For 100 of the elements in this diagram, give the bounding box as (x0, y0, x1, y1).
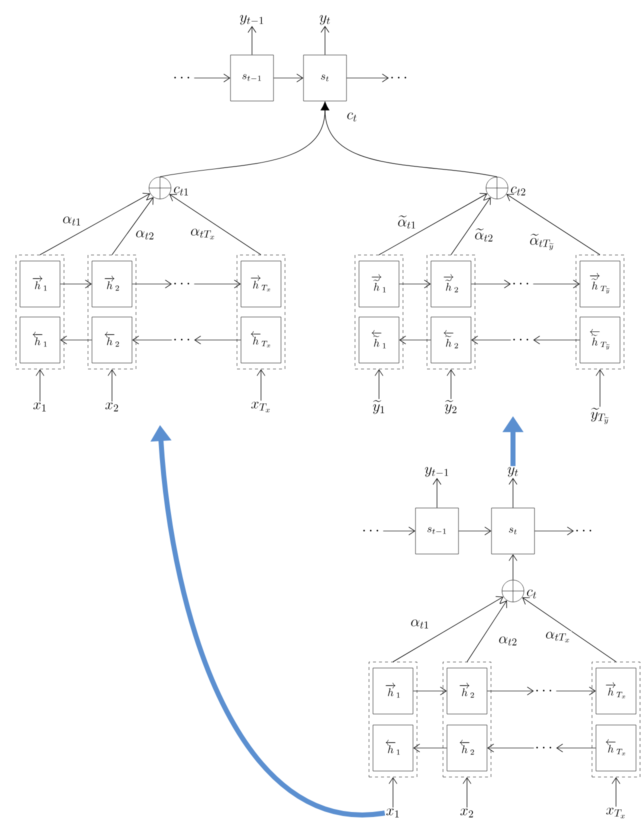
input-label: $\widetilde{y}_1$ (372, 400, 384, 414)
arrow (60, 336, 92, 344)
arrow (462, 777, 472, 808)
dashed-group-box (354, 254, 404, 370)
sum-circle (486, 176, 508, 200)
dashed-group-box (236, 254, 286, 370)
input-label: $x_1$ (386, 808, 399, 818)
arrow (320, 26, 330, 56)
hidden-state-box: $\overrightarrow{h}_2$ (446, 668, 488, 714)
edge-label: $\widetilde{\alpha}_{t2}$ (474, 228, 494, 242)
arrow (412, 686, 447, 696)
context-label: $c_t$ (347, 112, 356, 122)
arrow (132, 336, 172, 344)
arrow (36, 369, 44, 402)
arrow (346, 74, 389, 82)
ellipsis: $\cdots$ (576, 530, 592, 532)
arrow (556, 686, 596, 696)
state-box: $s_{t-1}$ (230, 54, 274, 102)
hidden-state-box: $\overleftarrow{h}_2$ (446, 724, 488, 772)
edge-label: $\alpha_{t1}$ (410, 618, 430, 630)
state-box: $s_t$ (491, 508, 535, 554)
arrow (60, 280, 92, 288)
dashed-group-box (426, 254, 476, 370)
arrow (248, 26, 256, 56)
input-label: $x_2$ (460, 808, 473, 818)
edge-label: $\widetilde{\alpha}_{t1}$ (396, 214, 418, 230)
arrow (471, 336, 512, 344)
sum-circle (502, 580, 524, 602)
arrow (466, 600, 507, 662)
context-label: $c_{t1}$ (174, 186, 188, 196)
arrow (612, 777, 620, 807)
context-label: $c_{t2}$ (511, 186, 526, 196)
dashed-group-box (592, 662, 640, 778)
ellipsis: $\cdots$ (513, 282, 528, 284)
dashed-group-box (16, 254, 64, 370)
arrow (534, 526, 574, 536)
ellipsis: $\cdots$ (536, 746, 552, 748)
ellipsis: $\cdots$ (513, 338, 528, 340)
arrow (398, 280, 431, 288)
ellipsis: $\cdots$ (391, 76, 406, 78)
sum-circle (148, 176, 172, 200)
hidden-state-box: $\overrightarrow{h}_2$ (92, 260, 132, 308)
arrow (508, 478, 518, 508)
arrow (388, 777, 398, 808)
ellipsis: $\cdots$ (536, 690, 552, 692)
arrow (458, 526, 492, 536)
input-label: $x_1$ (33, 402, 46, 412)
output-label: $y_t$ (508, 467, 518, 477)
arrow (169, 194, 262, 256)
arrow (596, 369, 604, 408)
output-label: $y_t$ (320, 15, 330, 25)
hidden-state-box: $\overrightarrow{\widetilde{h}}_2$ (430, 260, 472, 308)
hidden-state-box: $\overrightarrow{h}_1$ (372, 668, 414, 714)
arrow (392, 596, 504, 662)
arrow (533, 336, 580, 344)
input-label: $\widetilde{y}_2$ (444, 400, 456, 414)
hidden-state-box: $\overleftarrow{h}_1$ (20, 316, 60, 364)
hidden-state-box: $\overleftarrow{h}_2$ (92, 316, 132, 364)
output-label: $y_{t-1}$ (240, 15, 264, 25)
dashed-group-box (576, 254, 624, 370)
ellipsis: $\cdots$ (174, 76, 190, 78)
state-box: $s_{t-1}$ (415, 508, 459, 554)
context-label: $c_t$ (527, 590, 536, 598)
dashed-group-box (442, 662, 492, 778)
arrow (320, 102, 498, 178)
arrow (374, 369, 384, 400)
hidden-state-box: $\overleftarrow{h}_1$ (372, 724, 414, 772)
arrow (40, 192, 150, 256)
arrow (532, 280, 580, 288)
hidden-state-box: $\overrightarrow{\widetilde{h}}_1$ (358, 260, 400, 308)
dashed-group-box (368, 662, 418, 778)
arrow (487, 744, 534, 752)
output-label: $y_{t-1}$ (424, 467, 448, 477)
arrow (382, 526, 416, 536)
dashed-group-box (88, 254, 136, 370)
ellipsis: $\cdots$ (174, 282, 190, 284)
hidden-state-box: $\overleftarrow{\widetilde{h}}_{T_{\widetilde{y}}}$ (580, 316, 620, 364)
arrow (112, 197, 154, 256)
arrow (378, 192, 488, 256)
arrow (256, 369, 266, 401)
arrow (508, 554, 518, 580)
ellipsis: $\cdots$ (174, 338, 190, 340)
arrow (446, 369, 456, 400)
arrow (273, 74, 304, 82)
input-label: $x_{T_x}$ (251, 402, 270, 412)
hidden-state-box: $\overleftarrow{h}_{T_x}$ (596, 724, 636, 772)
input-label: $\widetilde{y}_{T_{\widetilde{y}}}$ (590, 408, 609, 424)
hidden-state-box: $\overrightarrow{h}_1$ (20, 260, 60, 308)
hidden-state-box: $\overrightarrow{h}_{T_x}$ (596, 668, 636, 714)
hidden-state-box: $\overrightarrow{h}_{T_x}$ (240, 260, 282, 308)
edge-label: $\alpha_{tT_x}$ (189, 228, 217, 240)
arrow (194, 280, 241, 288)
arrow (450, 197, 491, 256)
arrow (132, 280, 172, 288)
arrow (413, 744, 448, 752)
arrow (432, 478, 442, 508)
arrow (522, 597, 616, 662)
hidden-state-box: $\overrightarrow{\widetilde{h}}_{T_{\widetilde{y}}}$ (580, 260, 620, 308)
arrow (108, 369, 116, 402)
state-box: $s_t$ (303, 54, 347, 102)
